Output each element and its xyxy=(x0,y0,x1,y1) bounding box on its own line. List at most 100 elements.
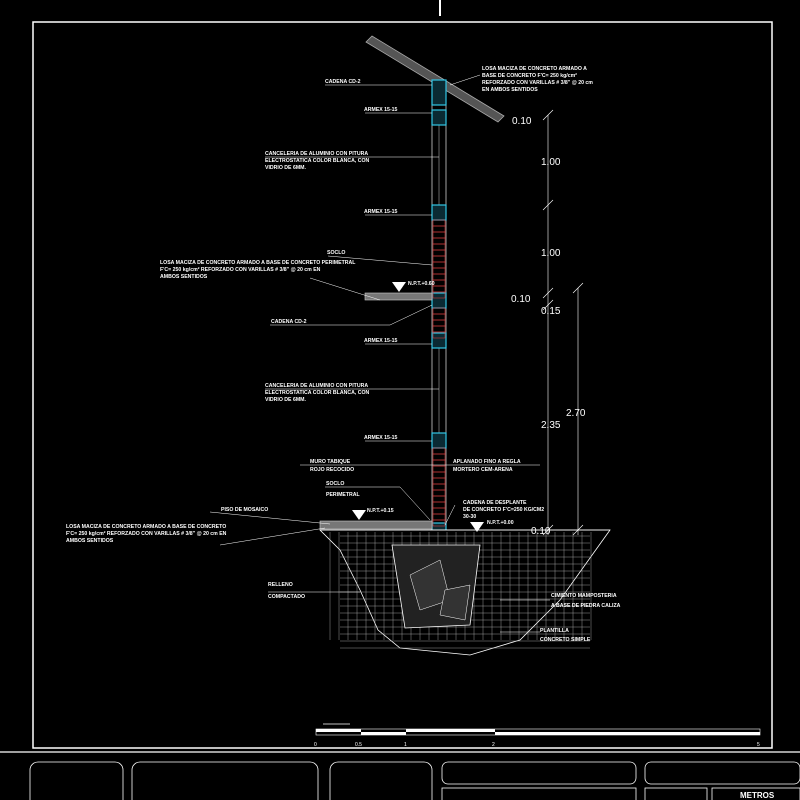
svg-text:LOSA MACIZA DE CONCRETO ARMADO: LOSA MACIZA DE CONCRETO ARMADO A BASE DE… xyxy=(66,524,226,530)
svg-text:RELLENO: RELLENO xyxy=(268,582,293,588)
foundation xyxy=(319,529,611,656)
label-losa-bottom: LOSA MACIZA DE CONCRETO ARMADO A BASE DE… xyxy=(66,524,227,544)
concrete-block xyxy=(431,79,447,106)
label-canceleria: CANCELERIA DE ALUMINIO CON PITURA ELECTR… xyxy=(265,383,369,403)
brick xyxy=(432,513,446,521)
mid-slab xyxy=(364,292,433,301)
svg-text:AMBOS SENTIDOS: AMBOS SENTIDOS xyxy=(160,274,208,280)
concrete-block xyxy=(431,432,447,449)
leader-lines xyxy=(209,74,550,633)
label-cadena-desplante: CADENA DE DESPLANTE DE CONCRETO F'C=250 … xyxy=(463,500,544,520)
label-npt-floor: N.P.T.+0.15 xyxy=(367,508,394,514)
svg-text:CANCELERIA DE ALUMINIO CON PIT: CANCELERIA DE ALUMINIO CON PITURA xyxy=(265,383,368,389)
svg-text:MORTERO CEM-ARENA: MORTERO CEM-ARENA xyxy=(453,467,513,473)
brick xyxy=(432,237,446,245)
scale-tick: 5 xyxy=(757,742,760,748)
label-piso: PISO DE MOSAICO xyxy=(221,507,268,513)
brick xyxy=(432,267,446,275)
scale-tick: 0 xyxy=(314,742,317,748)
scale-tick: 0.5 xyxy=(355,742,362,748)
concrete-elements xyxy=(431,79,447,546)
label-cadena-top: CADENA CD-2 xyxy=(325,79,361,85)
level-markers xyxy=(352,282,484,532)
svg-text:ELECTROSTATICA COLOR BLANCA, C: ELECTROSTATICA COLOR BLANCA, CON xyxy=(265,158,369,164)
dimension-lines xyxy=(542,109,584,536)
brick xyxy=(432,255,446,263)
svg-text:COMPACTADO: COMPACTADO xyxy=(268,594,305,600)
wall-section xyxy=(431,80,447,545)
svg-text:APLANADO FINO A REGLA: APLANADO FINO A REGLA xyxy=(453,459,521,465)
label-armex: ARMEX 15-15 xyxy=(364,107,398,113)
svg-text:EN AMBOS SENTIDOS: EN AMBOS SENTIDOS xyxy=(482,87,538,93)
svg-text:VIDRIO DE 6MM.: VIDRIO DE 6MM. xyxy=(265,397,306,403)
dim-2-35: 2.35 xyxy=(541,420,561,431)
dim-0-10-mid: 0.10 xyxy=(511,294,531,305)
label-cadena-mid: CADENA CD-2 xyxy=(271,319,307,325)
level-marker-icon xyxy=(352,510,366,520)
svg-text:BASE DE CONCRETO F'C= 250 kg/c: BASE DE CONCRETO F'C= 250 kg/cm² xyxy=(482,73,577,79)
concrete-block xyxy=(431,332,447,349)
brick xyxy=(432,225,446,233)
brick xyxy=(432,219,446,227)
svg-text:MURO TABIQUE: MURO TABIQUE xyxy=(310,459,351,465)
brick xyxy=(432,261,446,269)
svg-text:SOCLO: SOCLO xyxy=(326,481,344,487)
brick xyxy=(432,471,446,479)
dim-2-70: 2.70 xyxy=(566,408,586,419)
brick xyxy=(432,501,446,509)
label-losa-top: LOSA MACIZA DE CONCRETO ARMADO A BASE DE… xyxy=(482,66,593,93)
svg-text:PERIMETRAL: PERIMETRAL xyxy=(326,492,361,498)
scale-bar: 0 0.5 1 2 5 xyxy=(314,723,761,748)
dim-0-15: 0.15 xyxy=(541,306,561,317)
brick xyxy=(432,231,446,239)
brick xyxy=(432,447,446,455)
label-soclo-perimetral: SOCLO PERIMETRAL xyxy=(326,481,361,498)
brick xyxy=(432,477,446,485)
label-npt-mid: N.P.T.+0.60 xyxy=(408,281,435,287)
concrete-block xyxy=(431,204,447,221)
units-value: METROS xyxy=(740,791,775,800)
svg-text:ELECTROSTATICA COLOR BLANCA, C: ELECTROSTATICA COLOR BLANCA, CON xyxy=(265,390,369,396)
brick xyxy=(432,483,446,491)
svg-text:CANCELERIA DE ALUMINIO CON PIT: CANCELERIA DE ALUMINIO CON PITURA xyxy=(265,151,368,157)
dim-0-10-top: 0.10 xyxy=(512,116,532,127)
label-cimiento: CIMIENTO MAMPOSTERIA A BASE DE PIEDRA CA… xyxy=(551,593,621,609)
svg-text:CADENA DE DESPLANTE: CADENA DE DESPLANTE xyxy=(463,500,527,506)
label-losa-mid: LOSA MACIZA DE CONCRETO ARMADO A BASE DE… xyxy=(160,260,356,280)
svg-text:AMBOS SENTIDOS: AMBOS SENTIDOS xyxy=(66,538,114,544)
svg-text:A BASE DE PIEDRA CALIZA: A BASE DE PIEDRA CALIZA xyxy=(551,603,621,609)
level-marker-icon xyxy=(392,282,406,292)
svg-text:VIDRIO DE 6MM.: VIDRIO DE 6MM. xyxy=(265,165,306,171)
brick xyxy=(432,249,446,257)
svg-text:LOSA MACIZA DE CONCRETO ARMADO: LOSA MACIZA DE CONCRETO ARMADO A BASE DE… xyxy=(160,260,356,266)
svg-text:PLANTILLA: PLANTILLA xyxy=(540,628,569,634)
dim-1-00-a: 1.00 xyxy=(541,157,561,168)
brick-wall xyxy=(432,219,446,527)
svg-text:DE CONCRETO F'C=250 KG/CM2: DE CONCRETO F'C=250 KG/CM2 xyxy=(463,507,544,513)
dim-1-00-b: 1.00 xyxy=(541,248,561,259)
brick xyxy=(432,495,446,503)
concrete-block xyxy=(431,292,447,309)
label-aplanado: APLANADO FINO A REGLA MORTERO CEM-ARENA xyxy=(453,459,521,473)
title-block xyxy=(0,751,800,800)
brick xyxy=(432,291,446,299)
brick xyxy=(432,465,446,473)
scale-tick: 1 xyxy=(404,742,407,748)
label-relleno: RELLENO COMPACTADO xyxy=(268,582,305,600)
label-armex: ARMEX 15-15 xyxy=(364,209,398,215)
label-armex: ARMEX 15-15 xyxy=(364,338,398,344)
svg-text:REFORZADO CON VARILLAS # 3/8": REFORZADO CON VARILLAS # 3/8" @ 20 cm xyxy=(482,80,593,86)
brick xyxy=(432,279,446,287)
svg-text:CIMIENTO MAMPOSTERIA: CIMIENTO MAMPOSTERIA xyxy=(551,593,617,599)
brick xyxy=(432,325,446,333)
svg-text:LOSA MACIZA DE CONCRETO ARMADO: LOSA MACIZA DE CONCRETO ARMADO A xyxy=(482,66,587,72)
brick xyxy=(432,489,446,497)
svg-text:F'C= 250 kg/cm² REFORZADO CON: F'C= 250 kg/cm² REFORZADO CON VARILLAS #… xyxy=(66,531,227,537)
roof-slab xyxy=(365,35,505,123)
drawing-frame xyxy=(32,21,773,749)
brick xyxy=(432,243,446,251)
scale-tick: 2 xyxy=(492,742,495,748)
svg-text:ROJO RECOCIDO: ROJO RECOCIDO xyxy=(310,467,354,473)
brick xyxy=(432,319,446,327)
label-muro: MURO TABIQUE ROJO RECOCIDO xyxy=(310,459,354,473)
